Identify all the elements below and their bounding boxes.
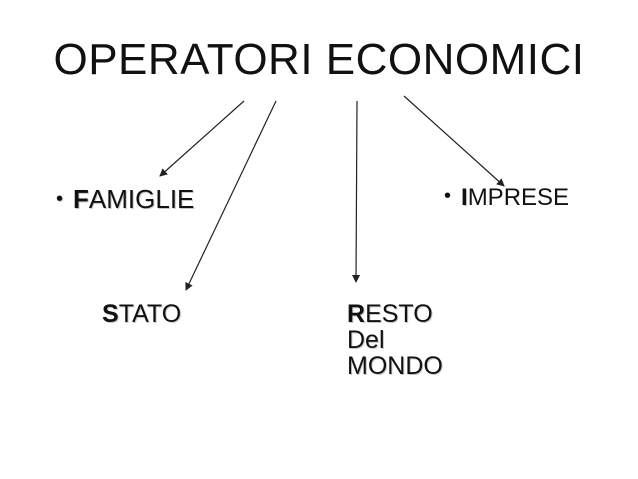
node-imprese: • IMPRESE	[444, 183, 569, 211]
node-resto-del-mondo: RESTO Del MONDO	[347, 301, 443, 379]
bullet-famiglie: •	[56, 188, 64, 210]
arrow-to-resto	[352, 100, 361, 283]
node-stato: STATO	[102, 301, 181, 327]
resto-rest: ESTO	[365, 300, 433, 328]
arrow-to-famiglie	[159, 100, 245, 177]
stato-initial: S	[102, 300, 119, 328]
famiglie-rest: AMIGLIE	[88, 184, 195, 214]
arrow-to-stato	[185, 100, 277, 291]
bullet-imprese: •	[444, 185, 452, 207]
slide-title: OPERATORI ECONOMICI	[53, 35, 585, 84]
stato-rest: TATO	[118, 300, 182, 328]
arrow-to-imprese	[403, 95, 505, 187]
resto-line3: MONDO	[347, 352, 443, 380]
node-famiglie: • FAMIGLIE	[56, 186, 194, 212]
famiglie-initial: F	[73, 184, 89, 214]
imprese-initial: I	[461, 184, 468, 211]
resto-initial: R	[347, 300, 366, 328]
resto-line2: Del	[347, 326, 385, 354]
imprese-rest: MPRESE	[467, 184, 570, 211]
resto-line1: RESTO	[347, 301, 443, 327]
